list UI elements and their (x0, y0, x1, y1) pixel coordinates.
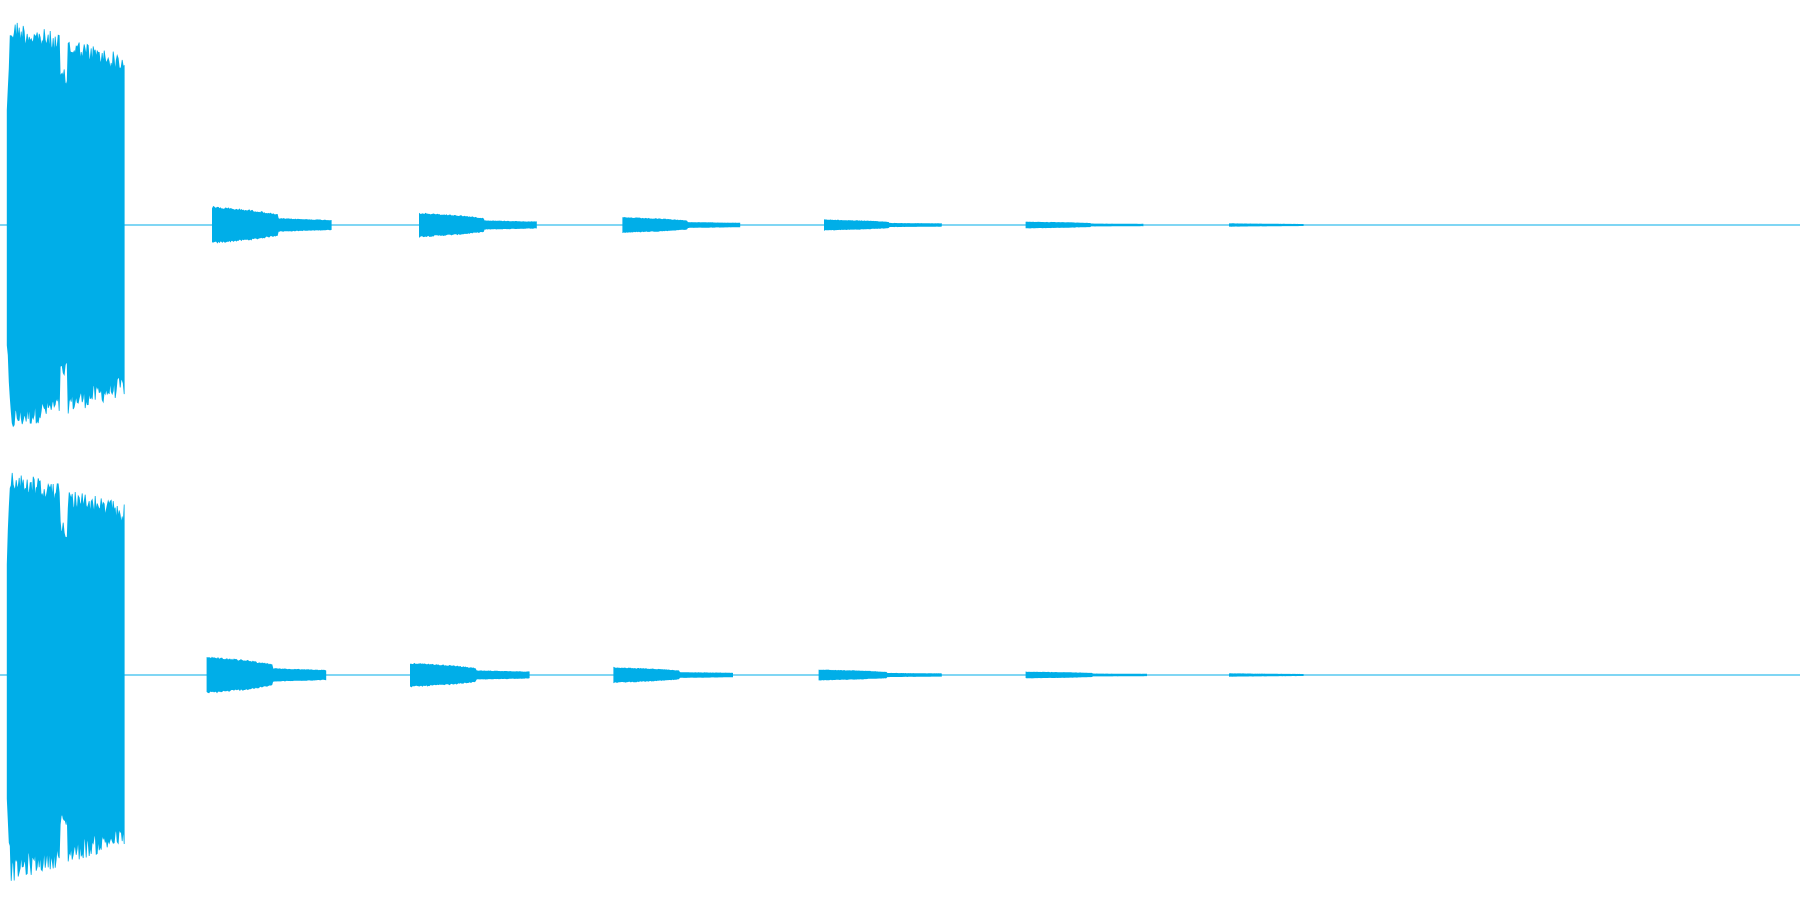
waveform-burst-4 (622, 216, 741, 234)
waveform-burst-7 (1229, 673, 1304, 677)
waveform-burst-6 (1025, 221, 1144, 229)
waveform-channel-2 (0, 472, 1800, 881)
waveform-burst-2 (212, 205, 332, 244)
waveform-burst-3 (419, 212, 537, 238)
waveform-burst-1 (6, 472, 125, 881)
waveform-burst-7 (1229, 223, 1304, 227)
waveform-burst-2 (206, 656, 327, 694)
waveform-burst-5 (818, 669, 942, 681)
waveform-burst-4 (613, 666, 733, 684)
waveform-burst-6 (1025, 671, 1147, 679)
waveform-channel-1 (0, 22, 1800, 428)
waveform-burst-1 (6, 22, 125, 428)
waveform-burst-3 (410, 662, 530, 688)
waveform-burst-5 (824, 219, 942, 231)
